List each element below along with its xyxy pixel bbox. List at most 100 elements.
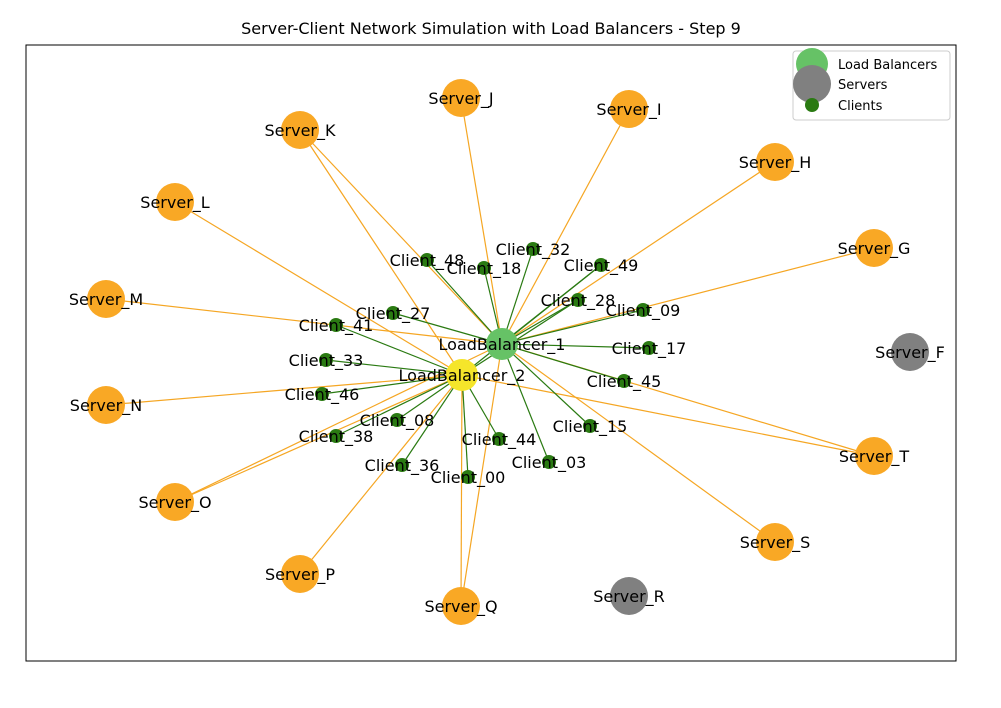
edge-loadbalancer_2-client_33 (325, 359, 463, 376)
label-client-44: Client_44 (462, 430, 537, 450)
edge-loadbalancer_2-server_o (174, 374, 463, 503)
label-client-18: Client_18 (447, 259, 522, 279)
label-server-l: Server_L (140, 193, 209, 213)
node-client-49[interactable] (594, 258, 608, 272)
label-server-s: Server_S (740, 533, 811, 553)
node-client-08[interactable] (390, 413, 404, 427)
node-server-f[interactable] (891, 333, 929, 371)
edge-loadbalancer_1-server_g (501, 247, 875, 345)
label-client-49: Client_49 (564, 256, 639, 276)
label-client-32: Client_32 (496, 240, 571, 260)
node-client-32[interactable] (526, 242, 540, 256)
labels-layer: Client_48Client_18Client_32Client_49Clie… (69, 89, 945, 617)
node-server-o[interactable] (156, 483, 194, 521)
node-server-t[interactable] (855, 437, 893, 475)
node-server-r[interactable] (610, 577, 648, 615)
node-client-27[interactable] (386, 306, 400, 320)
edge-loadbalancer_2-server_l (174, 201, 463, 376)
node-client-41[interactable] (329, 318, 343, 332)
node-server-i[interactable] (610, 90, 648, 128)
legend-label-client: Clients (838, 99, 883, 114)
edge-loadbalancer_1-server_h (501, 161, 776, 345)
label-server-q: Server_Q (424, 597, 497, 617)
edge-loadbalancer_1-client_32 (501, 248, 534, 345)
edge-loadbalancer_2-server_q (460, 374, 463, 607)
node-server-p[interactable] (281, 555, 319, 593)
edge-loadbalancer_1-client_45 (501, 343, 625, 382)
node-client-33[interactable] (319, 353, 333, 367)
legend-label-server: Servers (838, 78, 888, 93)
label-client-36: Client_36 (365, 456, 440, 476)
node-client-48[interactable] (420, 253, 434, 267)
label-server-i: Server_I (596, 100, 661, 120)
label-server-k: Server_K (265, 121, 336, 141)
edge-loadbalancer_2-client_36 (401, 374, 463, 466)
label-loadbalancer-2: LoadBalancer_2 (399, 366, 526, 386)
legend-label-load-balancer: Load Balancers (838, 58, 938, 73)
label-client-45: Client_45 (587, 372, 662, 392)
node-server-q[interactable] (442, 587, 480, 625)
edge-loadbalancer_1-client_03 (501, 343, 550, 463)
label-loadbalancer-1: LoadBalancer_1 (439, 335, 566, 355)
node-client-17[interactable] (642, 341, 656, 355)
label-client-46: Client_46 (285, 385, 360, 405)
label-client-09: Client_09 (606, 301, 681, 321)
legend-marker-server (793, 65, 831, 103)
node-client-09[interactable] (636, 303, 650, 317)
edge-loadbalancer_1-server_s (501, 343, 776, 543)
label-server-j: Server_J (428, 89, 493, 109)
node-server-n[interactable] (87, 386, 125, 424)
chart-title: Server-Client Network Simulation with Lo… (241, 19, 741, 38)
node-loadbalancer-2[interactable] (446, 359, 478, 391)
label-client-17: Client_17 (612, 339, 687, 359)
edge-loadbalancer_1-server_j (460, 97, 503, 345)
edge-loadbalancer_2-client_00 (461, 374, 469, 478)
edge-loadbalancer_1-client_15 (501, 343, 591, 427)
node-client-46[interactable] (315, 387, 329, 401)
node-client-45[interactable] (617, 374, 631, 388)
edge-loadbalancer_2-server_k (299, 129, 463, 376)
label-server-t: Server_T (839, 447, 909, 467)
label-server-o: Server_O (138, 493, 211, 513)
label-client-28: Client_28 (541, 291, 616, 311)
label-server-f: Server_F (875, 343, 945, 363)
node-client-15[interactable] (583, 419, 597, 433)
label-client-00: Client_00 (431, 468, 506, 488)
label-server-m: Server_M (69, 290, 143, 310)
edge-loadbalancer_2-server_t (461, 374, 875, 457)
edge-loadbalancer_1-client_09 (501, 309, 644, 345)
node-server-m[interactable] (87, 280, 125, 318)
node-client-03[interactable] (542, 455, 556, 469)
node-client-44[interactable] (492, 432, 506, 446)
edge-loadbalancer_1-client_17 (501, 343, 650, 349)
node-server-l[interactable] (156, 183, 194, 221)
edge-loadbalancer_2-client_49 (461, 264, 602, 376)
node-server-h[interactable] (756, 143, 794, 181)
label-client-48: Client_48 (390, 251, 465, 271)
edge-loadbalancer_2-client_38 (335, 374, 463, 437)
node-server-j[interactable] (442, 79, 480, 117)
node-client-28[interactable] (571, 293, 585, 307)
label-server-g: Server_G (838, 239, 911, 259)
edge-loadbalancer_2-client_41 (335, 324, 463, 376)
edge-loadbalancer_1-client_48 (426, 259, 503, 345)
node-client-18[interactable] (477, 261, 491, 275)
node-client-38[interactable] (329, 429, 343, 443)
node-server-g[interactable] (855, 229, 893, 267)
node-loadbalancer-1[interactable] (486, 328, 518, 360)
node-server-s[interactable] (756, 523, 794, 561)
label-server-r: Server_R (593, 587, 665, 607)
label-client-33: Client_33 (289, 351, 364, 371)
node-client-00[interactable] (461, 470, 475, 484)
edge-loadbalancer_2-client_46 (321, 374, 463, 395)
label-server-p: Server_P (265, 565, 335, 585)
label-server-n: Server_N (70, 396, 142, 416)
edge-loadbalancer_1-server_i (501, 108, 630, 345)
plot-frame (25, 44, 957, 662)
node-server-k[interactable] (281, 111, 319, 149)
node-client-36[interactable] (395, 458, 409, 472)
label-client-41: Client_41 (299, 316, 374, 336)
